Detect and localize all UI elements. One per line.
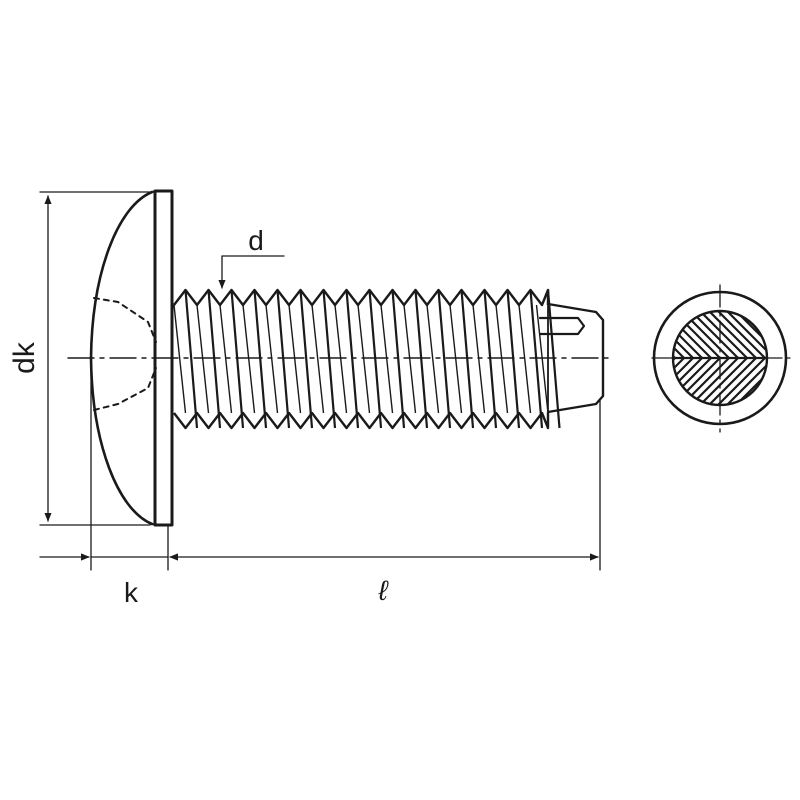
thread-root-line	[288, 304, 302, 414]
thread-crest-line	[529, 289, 544, 429]
hatch-line-upper	[673, 311, 721, 359]
hatch-line-lower	[686, 357, 748, 405]
thread-body	[170, 288, 561, 430]
thread-crest-line	[483, 289, 498, 429]
thread-crest-line	[322, 289, 337, 429]
thread-crest-line	[299, 289, 314, 429]
thread-crest-line	[368, 289, 383, 429]
hatch-line-lower	[606, 358, 666, 418]
thread-crest-line	[253, 289, 268, 429]
hatch-line-upper	[768, 298, 800, 358]
hatch-line-lower	[673, 357, 694, 405]
thread-profile-top	[173, 288, 550, 307]
dimensions: dk k ℓ d	[8, 191, 601, 608]
hatch-line-upper	[673, 311, 676, 359]
hatch-line-upper	[588, 298, 648, 358]
thread-root-line	[380, 304, 394, 414]
hatch-line-lower	[695, 357, 757, 405]
hatch-line-upper	[673, 311, 694, 359]
hatch-line-lower	[673, 357, 730, 405]
hatch-line-lower	[673, 357, 721, 405]
thread-root-line	[219, 304, 233, 414]
thread-root-line	[265, 304, 279, 414]
hatch-line-upper	[722, 311, 767, 359]
thread-root-line	[518, 304, 532, 414]
thread-root-line	[535, 304, 549, 414]
thread-root-line	[196, 304, 210, 414]
thread-root-line	[426, 304, 440, 414]
thread-root-line	[357, 304, 371, 414]
hatch-line-upper	[673, 311, 730, 359]
side-view	[67, 189, 613, 527]
hatch-line-lower	[579, 358, 639, 418]
dk-label: dk	[8, 341, 41, 374]
end-view	[570, 284, 800, 433]
hatch-line-lower	[673, 357, 703, 405]
hatch-line-lower	[713, 357, 767, 405]
end-view-outer-circle	[652, 290, 788, 426]
flange-edge-top	[147, 190, 156, 195]
thread-crest-line	[414, 289, 429, 429]
hatch-line-lower	[673, 357, 676, 405]
thread-root-line	[311, 304, 325, 414]
hatch-line-upper	[713, 311, 767, 359]
recess-hidden-lines	[93, 297, 157, 411]
thread-root-line	[403, 304, 417, 414]
hatch-line-lower	[677, 357, 739, 405]
hatch-line-lower	[740, 357, 767, 405]
thread-crest-line	[207, 289, 222, 429]
d-leader-line	[218, 255, 285, 289]
thread-crest-line	[391, 289, 406, 429]
thread-crest-line	[506, 289, 521, 429]
length-label: ℓ	[377, 575, 389, 606]
hatch-line-upper	[695, 311, 757, 359]
hatch-line-lower	[588, 358, 648, 418]
thread-root-line	[173, 304, 187, 414]
thread-crest-line	[437, 289, 452, 429]
hatch-line-upper	[606, 298, 666, 358]
thread-crest-line	[184, 289, 199, 429]
thread-crest-line	[460, 289, 475, 429]
thread-root-line	[495, 304, 509, 414]
hatch-line-lower	[768, 358, 800, 418]
thread-root-line	[449, 304, 463, 414]
thread-root-line	[242, 304, 256, 414]
thread-crest-line	[345, 289, 360, 429]
screw-head-dome	[89, 190, 154, 526]
hatch-line-upper	[686, 311, 748, 359]
flange-edge-bottom	[147, 521, 156, 526]
hatch-line-upper	[579, 298, 639, 358]
hatch-line-upper	[673, 311, 703, 359]
hatch-line-upper	[704, 311, 766, 359]
screw-tip	[538, 302, 605, 414]
thread-crest-line	[276, 289, 291, 429]
hatch-line-upper	[597, 298, 657, 358]
hatch-line-lower	[704, 357, 766, 405]
k-label: k	[124, 577, 139, 608]
hatch-line-upper	[677, 311, 739, 359]
hatch-line-upper	[740, 311, 767, 359]
tip-slot	[538, 316, 586, 336]
thread-profile-bottom	[173, 411, 550, 430]
thread-crest-line	[230, 289, 245, 429]
end-view-hatching	[570, 298, 800, 418]
thread-root-line	[334, 304, 348, 414]
hatch-line-lower	[722, 357, 767, 405]
hatch-line-lower	[597, 358, 657, 418]
hatch-line-upper	[570, 298, 630, 358]
thread-root-line	[472, 304, 486, 414]
thread-crest-line	[546, 289, 561, 429]
d-label: d	[248, 225, 264, 256]
